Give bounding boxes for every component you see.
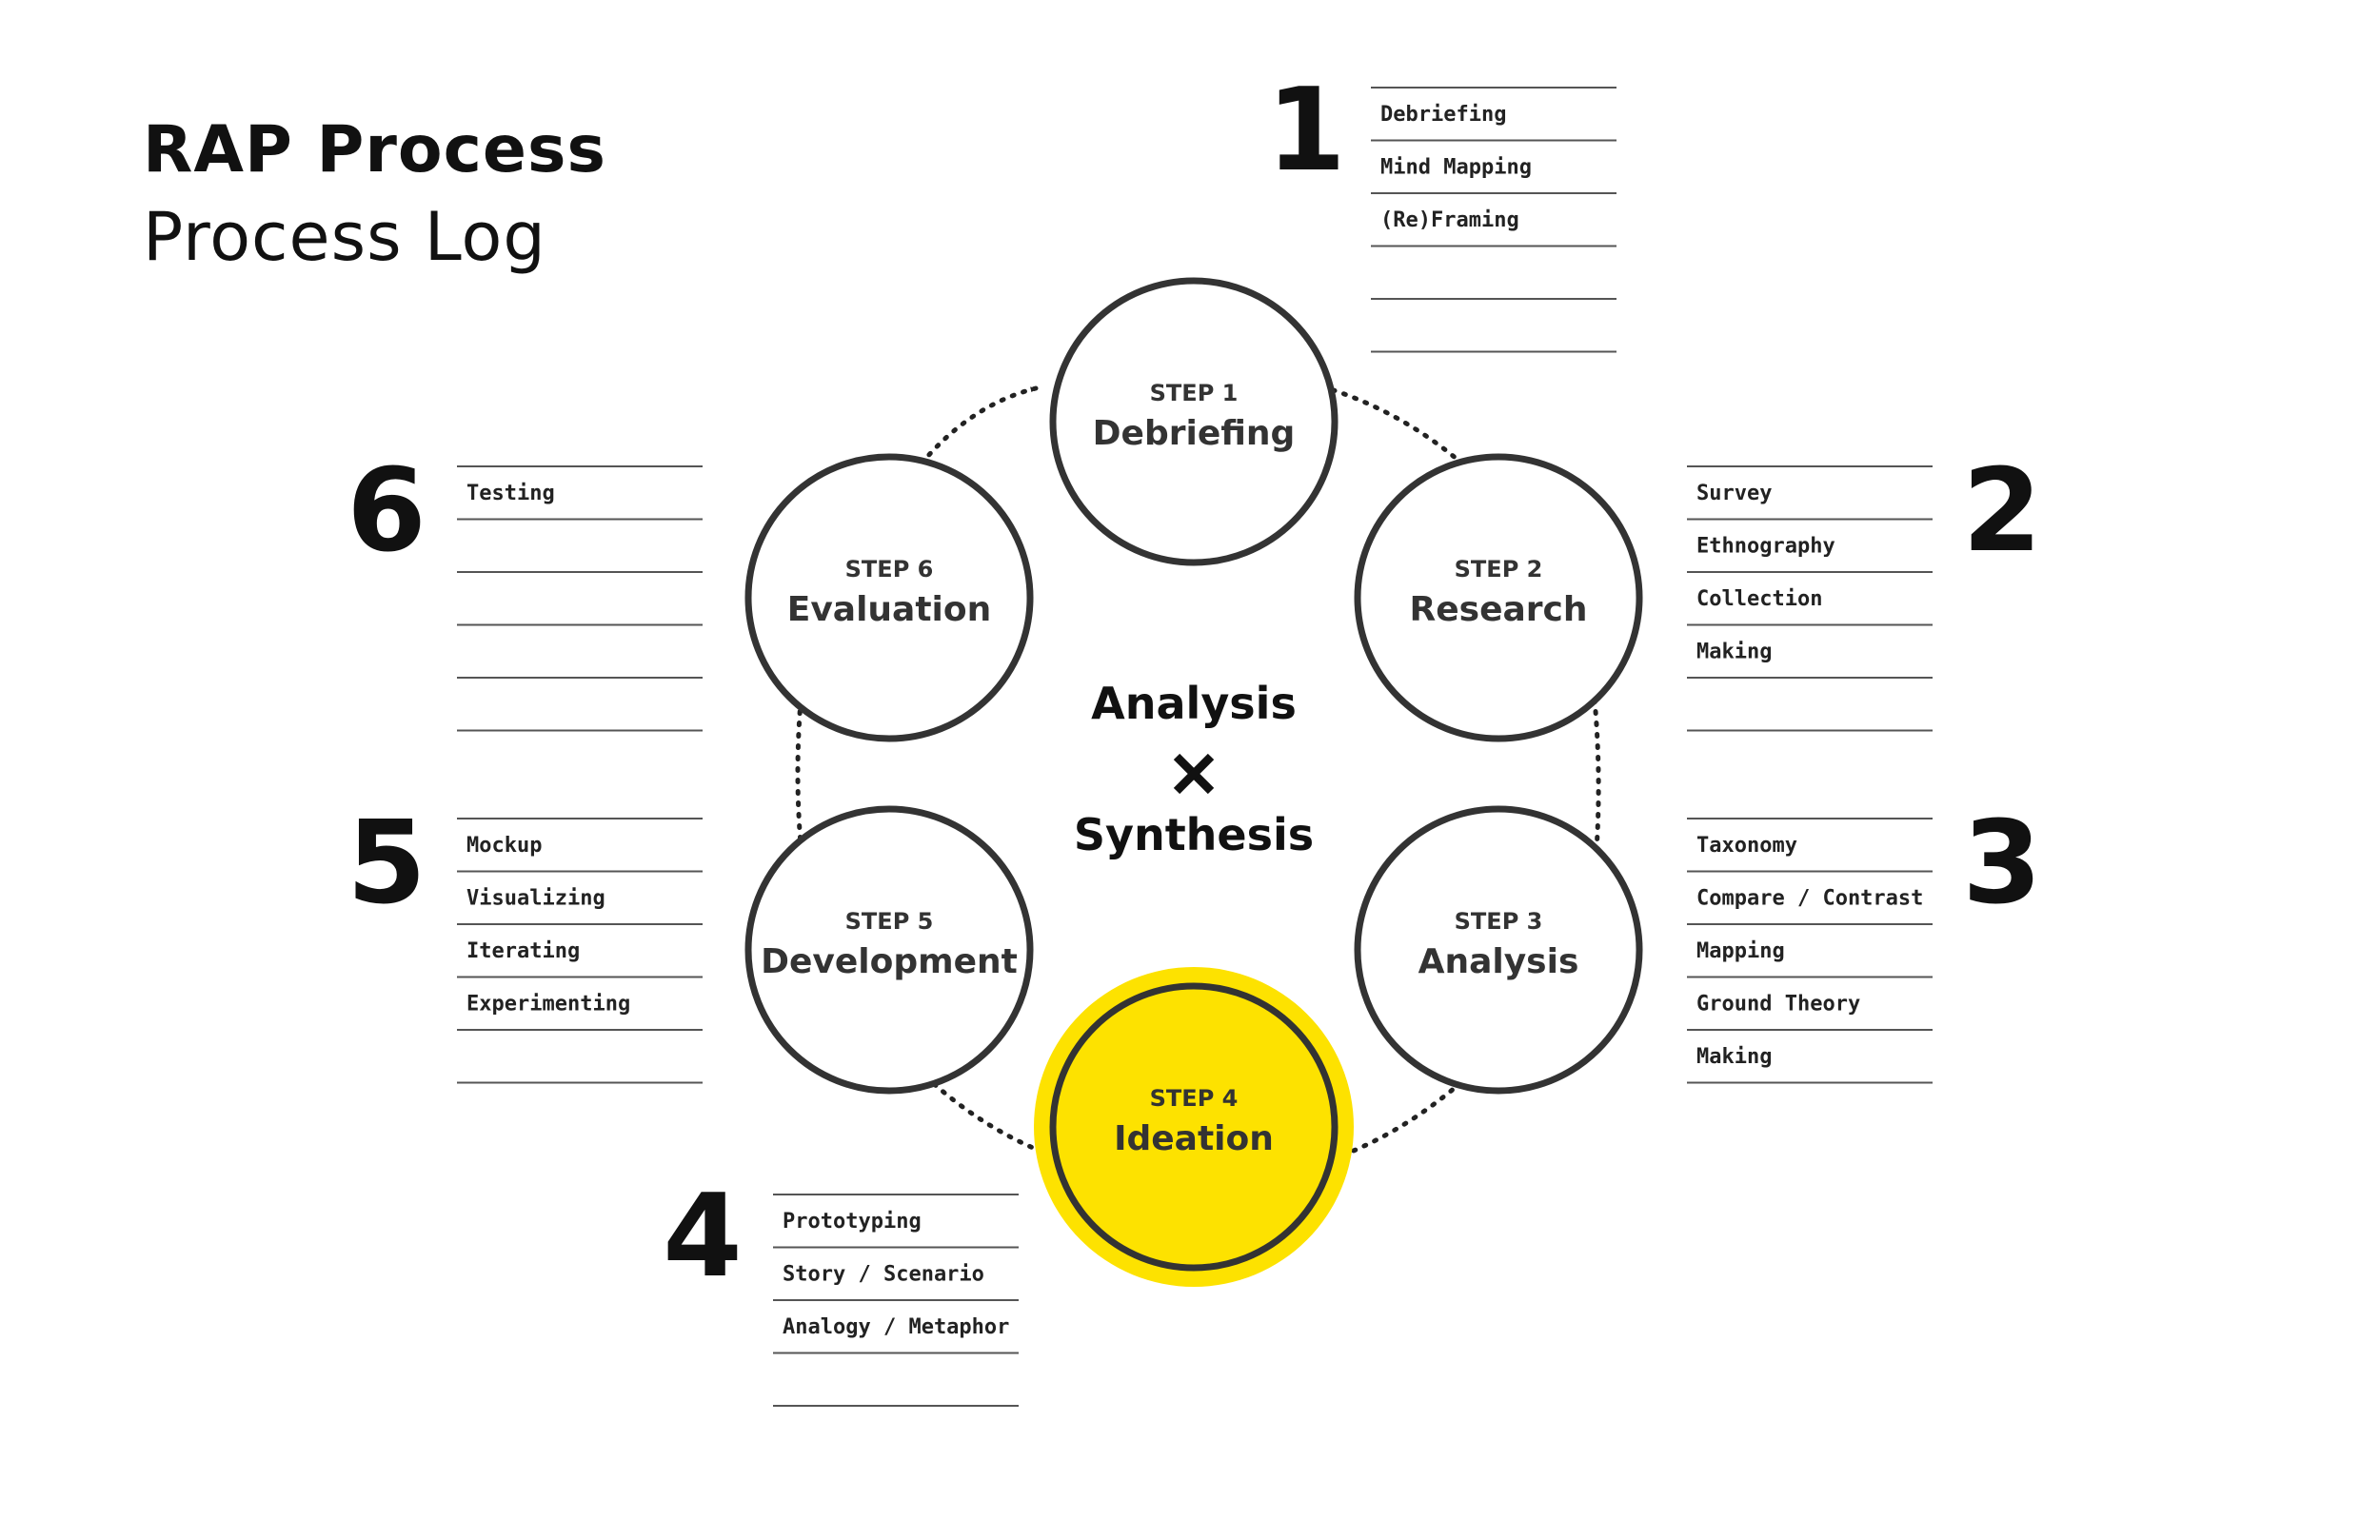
- list-item: Ethnography: [1696, 535, 1835, 559]
- step-circle-1: STEP 1 Debriefing: [1049, 277, 1339, 566]
- method-list-step-6: 6 Testing: [347, 445, 703, 732]
- list-item: Collection: [1696, 587, 1822, 611]
- list-item: Prototyping: [783, 1210, 922, 1234]
- list-item: Debriefing: [1380, 103, 1506, 127]
- step-number: 1: [1266, 65, 1346, 197]
- step-circle-6: STEP 6 Evaluation: [744, 453, 1034, 742]
- list-item: Story / Scenario: [783, 1263, 984, 1287]
- list-item: Experimenting: [466, 993, 630, 1017]
- step-ring: [1354, 453, 1643, 742]
- step-ring: [744, 805, 1034, 1095]
- list-item: Mockup: [466, 834, 542, 858]
- list-item: Making: [1696, 1045, 1772, 1069]
- step-ring: [744, 453, 1034, 742]
- step-number: 6: [347, 445, 426, 578]
- times-icon: [1173, 753, 1215, 795]
- list-item: Mapping: [1696, 939, 1785, 963]
- list-item: Survey: [1696, 482, 1772, 505]
- list-item: Taxonomy: [1696, 834, 1797, 858]
- center-label: Analysis Synthesis: [1074, 678, 1314, 860]
- step-label: STEP 4: [1150, 1085, 1239, 1112]
- step-name: Development: [761, 942, 1018, 981]
- step-label: STEP 5: [845, 908, 934, 935]
- list-item: Making: [1696, 641, 1772, 664]
- list-item: (Re)Framing: [1380, 208, 1519, 232]
- step-number: 2: [1962, 445, 2042, 578]
- list-item: Iterating: [466, 939, 580, 963]
- list-item: Compare / Contrast: [1696, 887, 1923, 911]
- step-label: STEP 2: [1455, 556, 1543, 582]
- step-circle-5: STEP 5 Development: [744, 805, 1034, 1095]
- step-number: 5: [347, 798, 426, 930]
- step-number: 3: [1962, 798, 2042, 930]
- step-circle-4: STEP 4 Ideation: [1034, 967, 1354, 1287]
- step-ring: [1354, 805, 1643, 1095]
- step-name: Ideation: [1114, 1119, 1274, 1158]
- step-circle-3: STEP 3 Analysis: [1354, 805, 1643, 1095]
- center-label-synthesis: Synthesis: [1074, 809, 1314, 860]
- list-item: Visualizing: [466, 887, 605, 911]
- step-name: Debriefing: [1093, 414, 1296, 453]
- step-label: STEP 1: [1150, 380, 1239, 406]
- list-item: Testing: [466, 482, 555, 505]
- center-label-analysis: Analysis: [1091, 678, 1297, 729]
- list-item: Ground Theory: [1696, 993, 1860, 1017]
- page-subtitle: Process Log: [143, 198, 546, 276]
- step-number: 4: [663, 1171, 743, 1303]
- page-title: RAP Process: [143, 112, 606, 188]
- step-ring: [1049, 277, 1339, 566]
- step-name: Evaluation: [787, 590, 992, 629]
- step-label: STEP 3: [1455, 908, 1543, 935]
- step-name: Analysis: [1418, 942, 1579, 981]
- list-item: Analogy / Metaphor: [783, 1315, 1009, 1339]
- list-item: Mind Mapping: [1380, 156, 1532, 180]
- step-label: STEP 6: [845, 556, 934, 582]
- step-circle-2: STEP 2 Research: [1354, 453, 1643, 742]
- step-ring: [1049, 982, 1339, 1272]
- step-name: Research: [1410, 590, 1588, 629]
